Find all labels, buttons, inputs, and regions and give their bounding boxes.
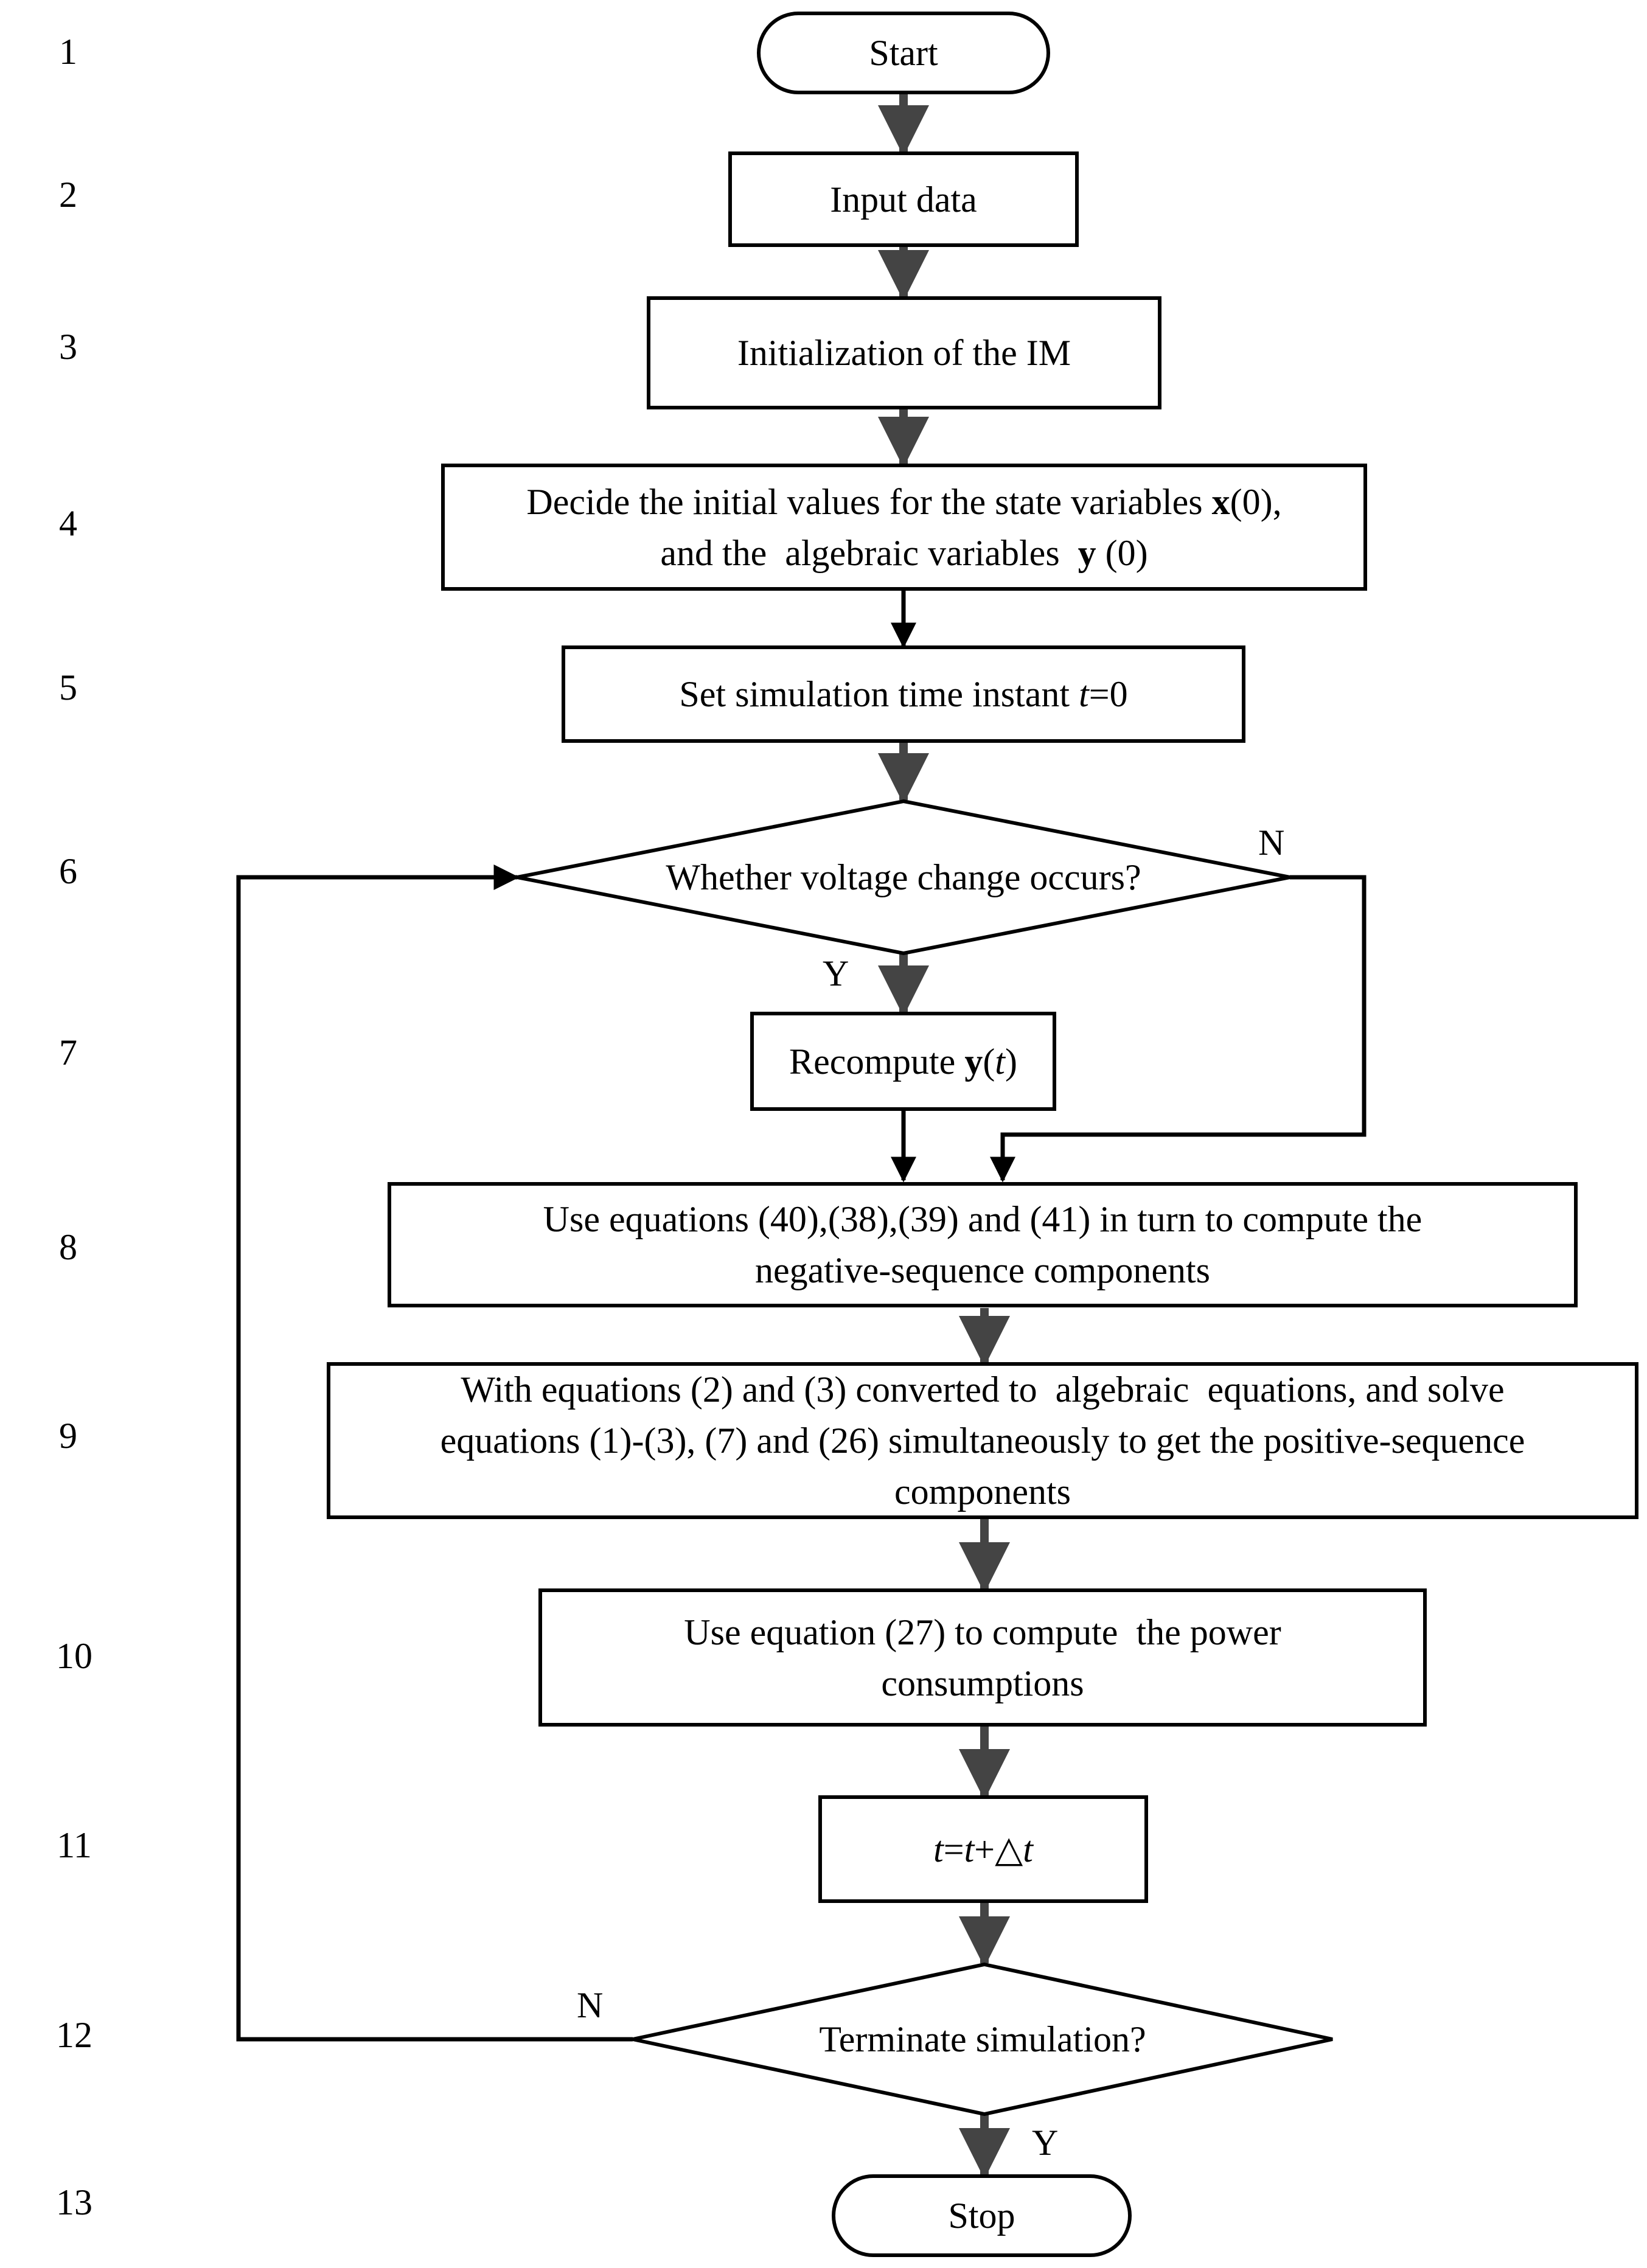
stop-label: Stop xyxy=(948,2196,1015,2236)
step-number-12: 12 xyxy=(56,2015,92,2055)
terminate-yes-label: Y xyxy=(1032,2123,1059,2163)
recompute-label: Recompute y(t) xyxy=(789,1036,1017,1087)
negseq-box-shape xyxy=(388,1182,1578,1307)
decide-line-1-suffix: (0), xyxy=(1230,481,1282,522)
settime-text: Set simulation time instant xyxy=(679,674,1079,714)
stop-node: Stop xyxy=(834,2176,1130,2255)
recompute-box-shape xyxy=(750,1012,1056,1111)
terminate-decision-shape xyxy=(632,1962,1333,2117)
decide-text: Decide the initial values for the state … xyxy=(526,476,1281,579)
start-node: Start xyxy=(759,13,1048,92)
recompute-open-paren: ( xyxy=(983,1041,995,1082)
increment-equals: = xyxy=(943,1829,964,1870)
init-node: Initialization of the IM xyxy=(649,298,1160,408)
decide-box-shape xyxy=(441,464,1367,591)
state-variable-symbol: x xyxy=(1211,481,1230,522)
power-line-2: consumptions xyxy=(881,1663,1084,1703)
posseq-line-2: equations (1)-(3), (7) and (26) simultan… xyxy=(440,1421,1525,1461)
increment-box-shape xyxy=(818,1795,1148,1903)
recompute-node: Recompute y(t) xyxy=(752,1014,1054,1109)
voltage-decision-node: Whether voltage change occurs? xyxy=(548,840,1259,915)
posseq-line-1: With equations (2) and (3) converted to … xyxy=(461,1369,1505,1410)
decide-line-2-suffix: (0) xyxy=(1096,532,1148,573)
terminate-decision-label: Terminate simulation? xyxy=(819,2019,1146,2059)
voltage-no-label: N xyxy=(1258,823,1285,863)
negseq-line-2: negative-sequence components xyxy=(754,1250,1211,1290)
posseq-line-3: components xyxy=(894,1472,1071,1512)
posseq-box-shape xyxy=(327,1362,1638,1519)
increment-delta-t: t xyxy=(1023,1829,1033,1870)
input-node: Input data xyxy=(730,153,1077,245)
step-number-3: 3 xyxy=(59,327,77,367)
increment-label: t=t+△t xyxy=(933,1824,1033,1875)
decide-line-1-text: Decide the initial values for the state … xyxy=(526,481,1212,522)
stop-terminal-shape xyxy=(832,2174,1132,2257)
negseq-text: Use equations (40),(38),(39) and (41) in… xyxy=(543,1194,1422,1296)
increment-t-right: t xyxy=(964,1829,975,1870)
time-symbol: t xyxy=(1079,674,1089,714)
connector-voltage-no xyxy=(990,875,1367,1183)
voltage-decision-shape xyxy=(517,799,1290,956)
recompute-text: Recompute xyxy=(789,1041,965,1082)
settime-value: =0 xyxy=(1088,674,1128,714)
decide-line-2-text: and the algebraic variables xyxy=(660,532,1078,573)
terminate-no-label: N xyxy=(577,1985,604,2025)
step-number-4: 4 xyxy=(59,503,77,543)
step-number-13: 13 xyxy=(56,2182,92,2222)
step-number-5: 5 xyxy=(59,667,77,708)
start-terminal-shape xyxy=(757,12,1050,94)
terminate-decision-node: Terminate simulation? xyxy=(663,2002,1302,2077)
voltage-decision-label: Whether voltage change occurs? xyxy=(666,857,1141,897)
posseq-text: With equations (2) and (3) converted to … xyxy=(440,1364,1525,1517)
init-box-shape xyxy=(647,296,1161,409)
input-label: Input data xyxy=(830,179,977,220)
connector-terminate-loop xyxy=(236,864,633,2042)
step-number-6: 6 xyxy=(59,851,77,891)
step-number-11: 11 xyxy=(57,1825,92,1865)
decide-line-2: and the algebraic variables y (0) xyxy=(526,527,1281,579)
step-number-9: 9 xyxy=(59,1416,77,1456)
power-box-shape xyxy=(538,1588,1427,1727)
settime-label: Set simulation time instant t=0 xyxy=(679,669,1127,720)
voltage-yes-label: Y xyxy=(823,953,849,993)
power-line-1: Use equation (27) to compute the power xyxy=(684,1612,1281,1652)
step-number-1: 1 xyxy=(59,32,77,72)
settime-box-shape xyxy=(562,645,1245,743)
settime-node: Set simulation time instant t=0 xyxy=(563,647,1244,741)
recompute-close-paren: ) xyxy=(1005,1041,1017,1082)
algebraic-variable-symbol: y xyxy=(1078,532,1096,573)
input-box-shape xyxy=(728,151,1079,247)
recompute-t-symbol: t xyxy=(995,1041,1005,1082)
increment-delta: +△ xyxy=(974,1829,1023,1870)
step-number-2: 2 xyxy=(59,175,77,215)
step-number-8: 8 xyxy=(59,1227,77,1267)
negseq-line-1: Use equations (40),(38),(39) and (41) in… xyxy=(543,1199,1422,1239)
recompute-y-symbol: y xyxy=(964,1041,983,1082)
posseq-node: With equations (2) and (3) converted to … xyxy=(329,1364,1637,1517)
decide-node: Decide the initial values for the state … xyxy=(443,465,1365,589)
increment-t-left: t xyxy=(933,1829,944,1870)
init-label: Initialization of the IM xyxy=(737,333,1071,373)
decide-line-1: Decide the initial values for the state … xyxy=(526,476,1281,527)
power-node: Use equation (27) to compute the power c… xyxy=(540,1590,1425,1725)
step-number-10: 10 xyxy=(56,1636,92,1676)
start-label: Start xyxy=(869,33,938,73)
increment-node: t=t+△t xyxy=(820,1797,1146,1901)
step-number-7: 7 xyxy=(59,1032,77,1073)
negseq-node: Use equations (40),(38),(39) and (41) in… xyxy=(389,1184,1576,1306)
power-text: Use equation (27) to compute the power c… xyxy=(684,1607,1281,1709)
